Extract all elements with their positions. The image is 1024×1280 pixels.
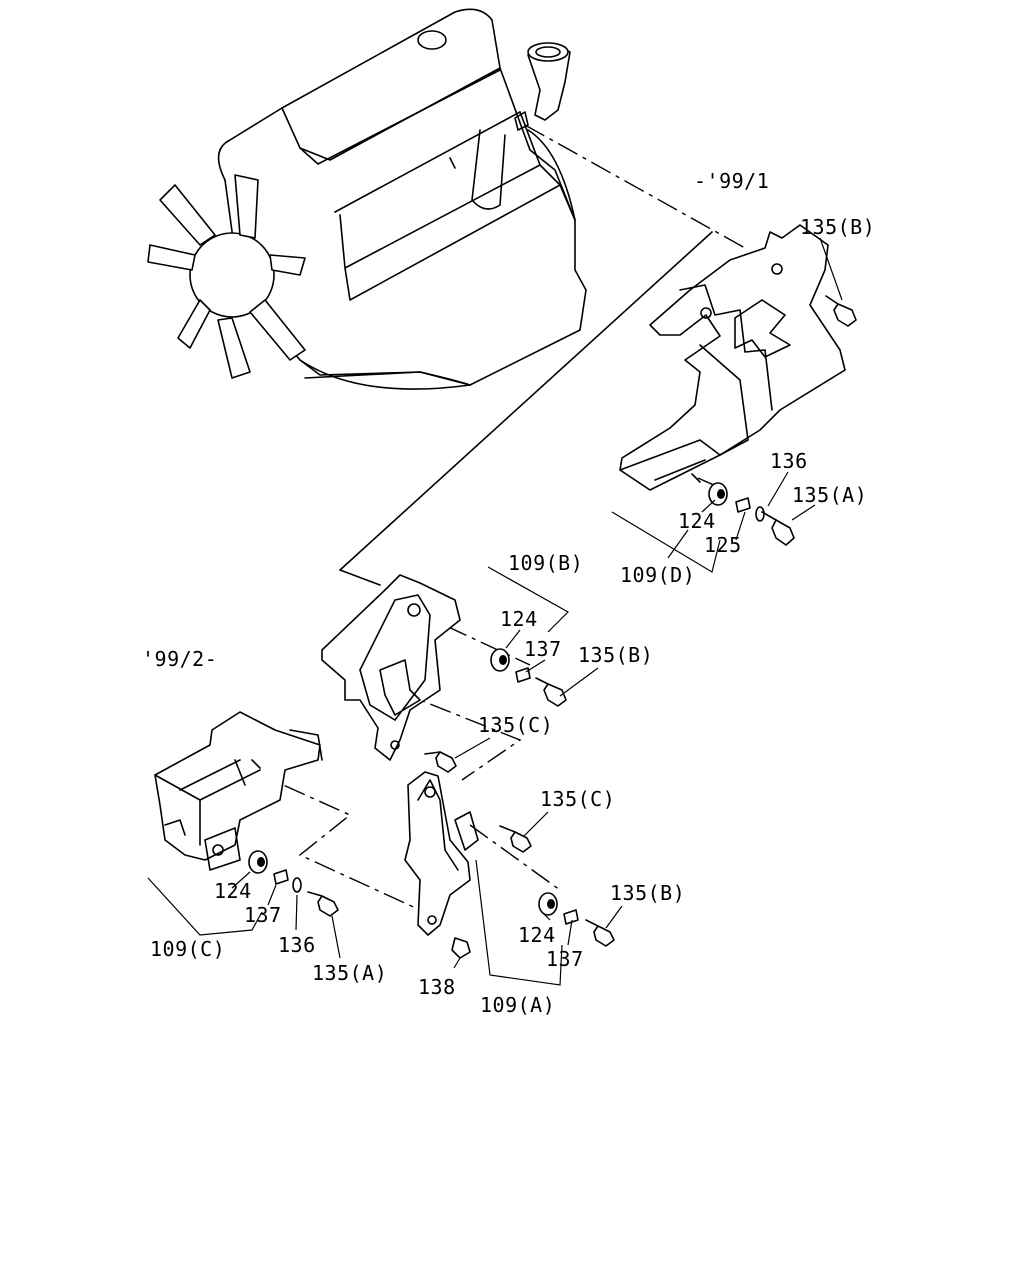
mount-109b [321,574,461,761]
label-138: 138 [418,975,456,999]
mount-109a [404,771,479,936]
label-124-top: 124 [678,509,716,533]
label-124-left: 124 [214,879,252,903]
label-135c-mid: 135(C) [478,713,553,737]
label-124-right: 124 [518,923,556,947]
label-137-mid: 137 [524,637,562,661]
date-label-early: -'99/1 [694,169,769,193]
label-124-mid: 124 [500,607,538,631]
label-137-right: 137 [546,947,584,971]
label-135b-mid: 135(B) [578,643,653,667]
label-136-left: 136 [278,933,316,957]
label-109a: 109(A) [480,993,555,1017]
hardware-right [451,892,615,959]
hardware-top [708,295,857,546]
hardware-left [248,759,339,917]
label-135b-top: 135(B) [800,215,875,239]
label-135a-left: 135(A) [312,961,387,985]
mount-109d [619,224,846,491]
label-109b: 109(B) [508,551,583,575]
part-labels: -'99/1 '99/2- 135(B) 136 135(A) 124 125 … [142,169,875,1017]
label-135a-top: 135(A) [792,483,867,507]
label-109d: 109(D) [620,563,695,587]
label-135c-right: 135(C) [540,787,615,811]
label-109c: 109(C) [150,937,225,961]
callout-leaders [147,237,843,986]
leader-lines [249,124,746,911]
date-label-late: '99/2- [142,647,217,671]
label-135b-right: 135(B) [610,881,685,905]
label-137-left: 137 [244,903,282,927]
label-136-top: 136 [770,449,808,473]
hardware-mid [424,648,567,853]
engine-illustration [147,8,587,390]
mount-109c [154,711,323,871]
label-125-top: 125 [704,533,742,557]
